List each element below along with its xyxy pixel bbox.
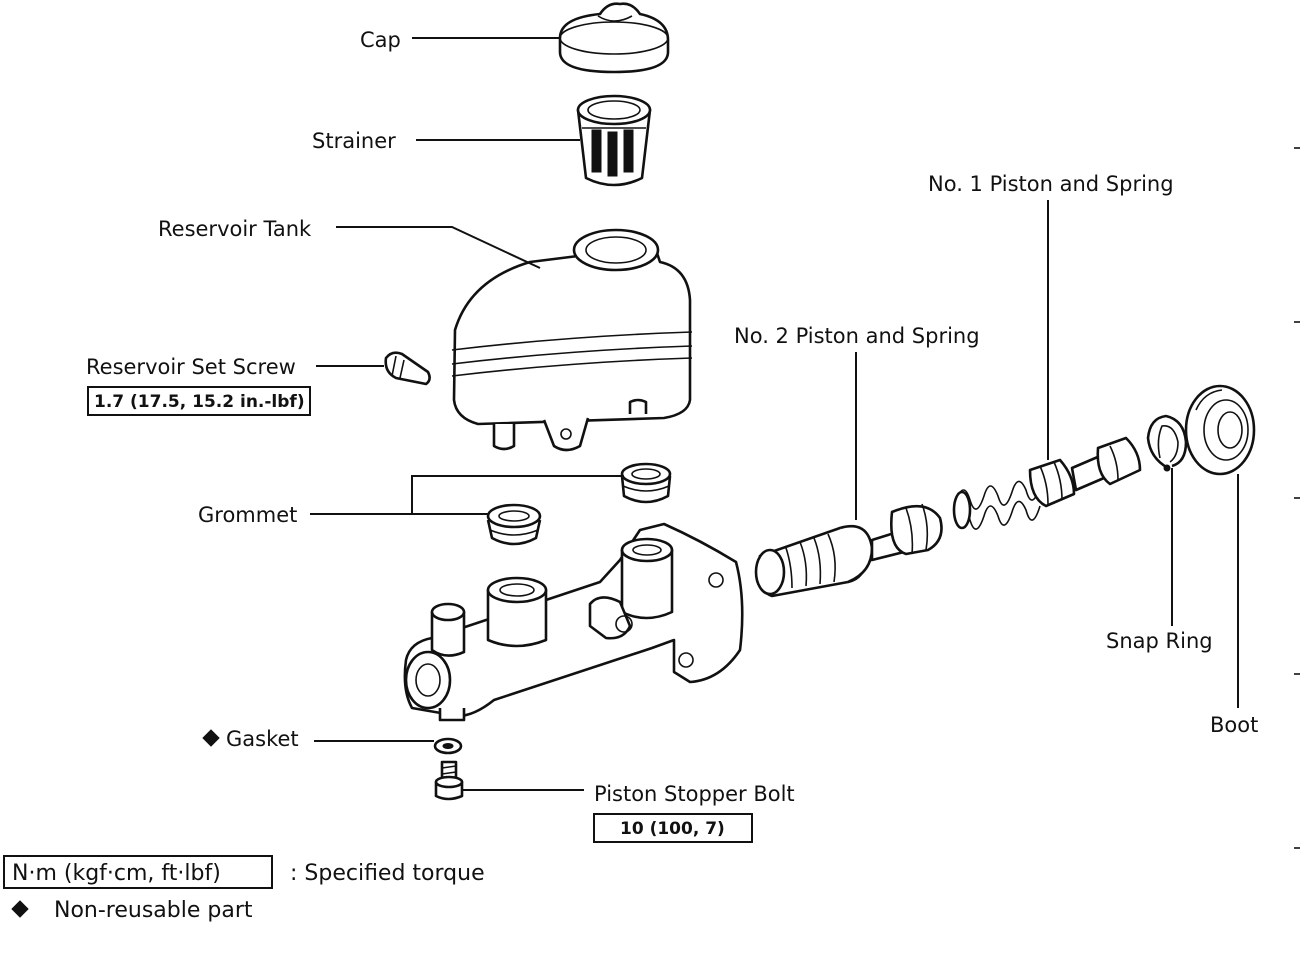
reservoir-tank-part (451, 228, 693, 452)
legend-torque-desc: : Specified torque (290, 861, 485, 886)
no1-piston-label: No. 1 Piston and Spring (928, 172, 1174, 196)
piston-stopper-bolt-label: Piston Stopper Bolt (594, 782, 795, 806)
grommet-label: Grommet (198, 503, 297, 527)
gasket-nonreusable-marker-icon (202, 729, 220, 747)
grommet-lower-part (486, 503, 542, 546)
legend-torque-box (3, 855, 273, 889)
legend-nonreusable-desc: Non-reusable part (54, 898, 253, 923)
no2-piston-label: No. 2 Piston and Spring (734, 324, 980, 348)
master-cylinder-body-part (403, 522, 744, 722)
reservoir-set-screw-label: Reservoir Set Screw (86, 355, 296, 379)
reservoir-tank-label: Reservoir Tank (158, 217, 312, 241)
piston-stopper-bolt-torque: 10 (100, 7) (620, 819, 725, 839)
no2-piston-part (754, 503, 943, 598)
scan-edge-ticks (1294, 147, 1300, 849)
boot-label: Boot (1210, 713, 1258, 737)
snap-ring-label: Snap Ring (1106, 629, 1213, 653)
reservoir-set-screw-part (384, 351, 431, 386)
cap-part (558, 2, 670, 74)
legend-torque-units: N·m (kgf·cm, ft·lbf) (12, 861, 221, 886)
snap-ring-part (1146, 414, 1188, 472)
strainer-label: Strainer (312, 129, 396, 153)
gasket-part (433, 737, 463, 755)
boot-part (1184, 384, 1256, 476)
cap-label: Cap (360, 28, 401, 52)
legend-nonreusable-icon (11, 900, 29, 918)
grommet-leader-upper (411, 475, 624, 514)
grommet-upper-part (620, 462, 672, 504)
piston-stopper-bolt-part (434, 760, 464, 801)
piston-stopper-bolt-torque-box (593, 813, 753, 843)
reservoir-set-screw-torque: 1.7 (17.5, 15.2 in.-lbf) (94, 392, 305, 412)
no1-piston-part (952, 436, 1142, 530)
strainer-part (576, 94, 652, 187)
reservoir-set-screw-torque-box (87, 386, 311, 416)
gasket-label: Gasket (226, 727, 299, 751)
reservoir-tank-leader (336, 226, 541, 269)
